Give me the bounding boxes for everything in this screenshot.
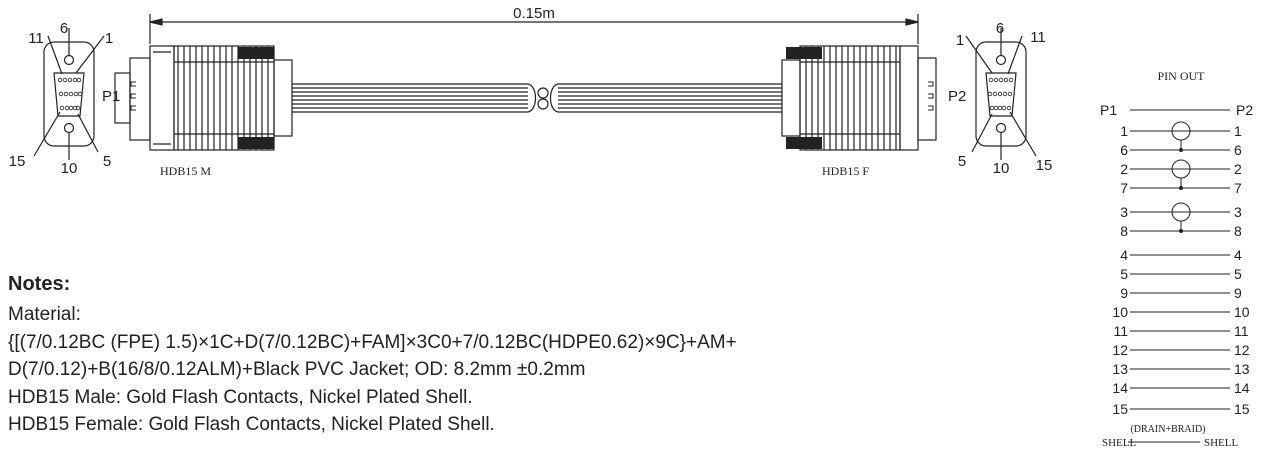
pinout-right-header: P2 — [1236, 102, 1253, 118]
pinout-right-number: 8 — [1234, 223, 1242, 239]
male-connector-note: HDB15 Male: Gold Flash Contacts, Nickel … — [8, 386, 473, 408]
pinout-left-number: 1 — [1120, 123, 1128, 139]
p1-pin-face — [33, 28, 105, 160]
pinout-left-number: 3 — [1120, 204, 1128, 220]
p2-pin-label-bottom-left: 5 — [958, 153, 966, 170]
p2-pin-label-top-left: 1 — [956, 32, 964, 49]
pinout-left-number: 13 — [1112, 361, 1128, 377]
pinout-left-number: 11 — [1113, 323, 1128, 339]
p1-pin-label-bottom: 10 — [61, 160, 78, 177]
p1-thumbscrews — [238, 47, 274, 149]
pinout-shell-left: SHELL — [1102, 437, 1137, 449]
pinout-left-numbers: 1 6 2 7 3 8 4 5 9 10 11 12 13 14 15 — [1112, 123, 1128, 417]
p2-pin-holes — [987, 77, 1014, 111]
pinout-right-number: 13 — [1234, 361, 1250, 377]
pinout-title: PIN OUT — [1158, 69, 1206, 83]
p1-pin-label-top-left: 11 — [28, 30, 44, 47]
pinout-drain-label: (DRAIN+BRAID) — [1130, 424, 1205, 435]
p2-pin-face — [965, 28, 1037, 160]
cable-wires — [292, 83, 782, 113]
pinout-right-number: 7 — [1234, 180, 1242, 196]
pinout-left-number: 14 — [1112, 380, 1128, 396]
pinout-right-number: 1 — [1234, 123, 1242, 139]
pinout-right-number: 14 — [1234, 380, 1250, 396]
pinout-right-number: 12 — [1234, 342, 1250, 358]
pinout-shell-right: SHELL — [1204, 437, 1239, 449]
pinout-right-number: 15 — [1234, 401, 1250, 417]
p2-pin-label-top: 6 — [996, 20, 1004, 37]
length-dimension-line — [149, 14, 919, 44]
pinout-left-number: 4 — [1120, 247, 1128, 263]
pinout-junctions — [1179, 148, 1183, 233]
pinout-right-numbers: 1 6 2 7 3 8 4 5 9 10 11 12 13 14 15 — [1234, 123, 1250, 417]
pinout-right-number: 4 — [1234, 247, 1242, 263]
p1-pin-label-bottom-left: 15 — [9, 153, 26, 170]
pinout-left-number: 9 — [1120, 285, 1128, 301]
material-label: Material: — [8, 304, 81, 325]
p2-thumbscrews — [786, 47, 822, 149]
pinout-left-number: 7 — [1120, 180, 1128, 196]
pinout-right-number: 5 — [1234, 266, 1242, 282]
p1-connector-label: HDB15 M — [160, 164, 211, 178]
p2-pin-label-bottom: 10 — [993, 160, 1010, 177]
pinout-left-number: 2 — [1120, 161, 1128, 177]
notes-title: Notes: — [8, 273, 71, 295]
p1-pin-dots — [57, 77, 83, 111]
pinout-left-number: 6 — [1120, 142, 1128, 158]
p1-label: P1 — [102, 88, 120, 105]
p2-connector-label: HDB15 F — [822, 164, 869, 178]
pinout-left-header: P1 — [1100, 102, 1117, 118]
p1-connector-body — [114, 45, 293, 151]
p2-label: P2 — [948, 88, 966, 105]
p2-connector-body — [781, 45, 937, 151]
spec-line-1: {[(7/0.12BC (FPE) 1.5)×1C+D(7/0.12BC)+FA… — [8, 331, 737, 353]
notes-section: Notes: Material: {[(7/0.12BC (FPE) 1.5)×… — [8, 270, 1068, 439]
pinout-left-number: 10 — [1112, 304, 1128, 320]
p2-pin-label-bottom-right: 15 — [1036, 157, 1053, 174]
spec-line-2: D(7/0.12)+B(16/8/0.12ALM)+Black PVC Jack… — [8, 359, 586, 381]
pinout-right-number: 2 — [1234, 161, 1242, 177]
length-label: 0.15m — [513, 5, 555, 22]
p2-pin-label-top-right: 11 — [1030, 29, 1046, 46]
pinout-right-number: 11 — [1234, 323, 1249, 339]
pinout-left-number: 12 — [1112, 342, 1128, 358]
p1-pin-label-top-right: 1 — [105, 30, 113, 47]
pinout-right-number: 3 — [1234, 204, 1242, 220]
pinout-left-number: 15 — [1112, 401, 1128, 417]
pinout-left-number: 8 — [1120, 223, 1128, 239]
pinout-left-number: 5 — [1120, 266, 1128, 282]
pinout-right-number: 9 — [1234, 285, 1242, 301]
pinout-right-number: 6 — [1234, 142, 1242, 158]
pinout-right-number: 10 — [1234, 304, 1250, 320]
p1-pin-label-bottom-right: 5 — [103, 153, 111, 170]
p1-pin-label-top: 6 — [60, 20, 68, 37]
female-connector-note: HDB15 Female: Gold Flash Contacts, Nicke… — [8, 414, 495, 436]
pinout-wiring — [1128, 109, 1230, 443]
